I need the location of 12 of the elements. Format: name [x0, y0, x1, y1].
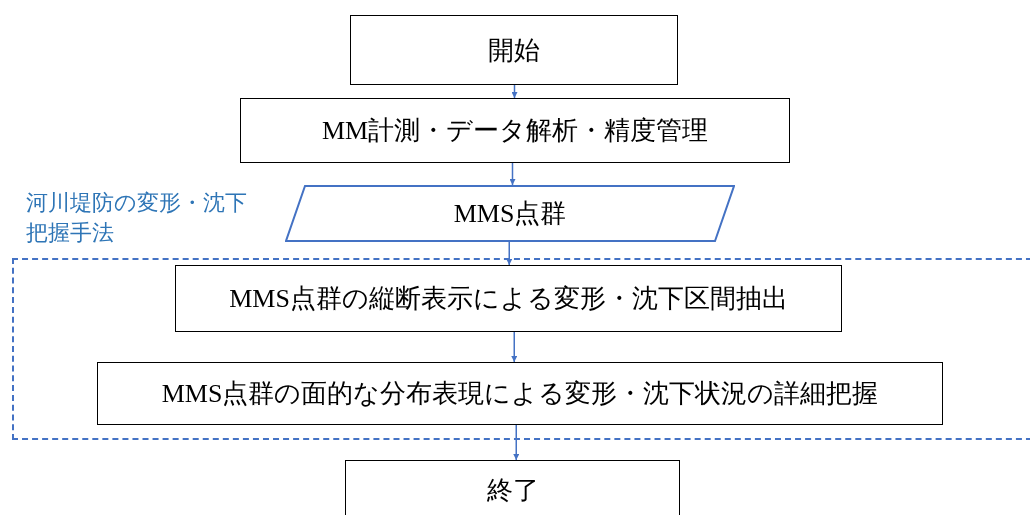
process-box: 開始: [350, 15, 678, 85]
process-box: 終了: [345, 460, 680, 515]
arrow: [511, 331, 518, 363]
group-heading: 河川堤防の変形・沈下把握手法: [26, 189, 248, 247]
arrow: [506, 241, 513, 266]
data-parallelogram: MMS点群: [285, 185, 735, 242]
process-box: MMS点群の縦断表示による変形・沈下区間抽出: [175, 265, 842, 332]
process-box: MM計測・データ解析・精度管理: [240, 98, 790, 163]
process-box: MMS点群の面的な分布表現による変形・沈下状況の詳細把握: [97, 362, 943, 425]
arrow: [513, 424, 520, 461]
arrow: [509, 162, 516, 186]
arrow: [511, 84, 518, 99]
